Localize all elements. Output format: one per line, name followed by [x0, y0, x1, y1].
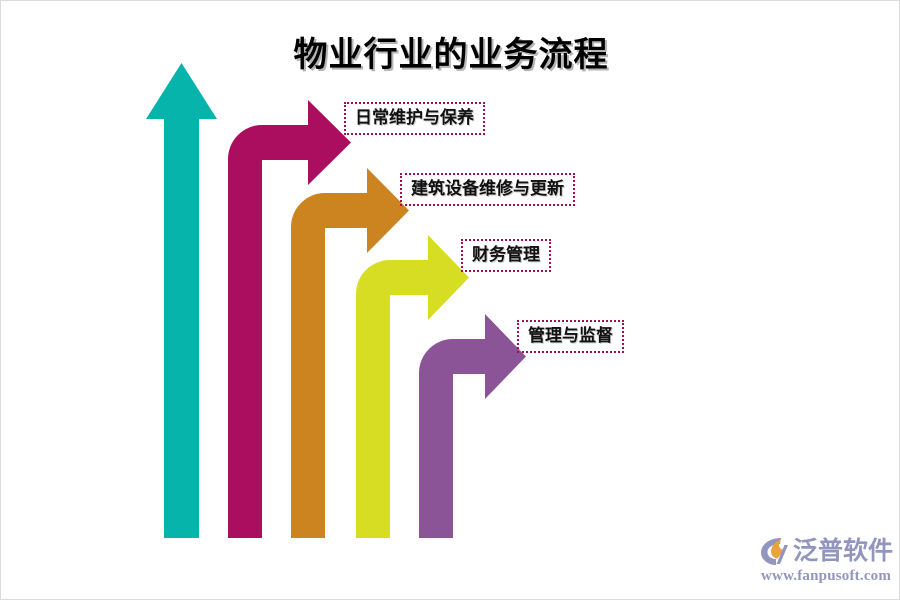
- step-arrow-4: [419, 314, 526, 538]
- base-up-arrow: [146, 63, 217, 538]
- step-label-3: 财务管理: [461, 239, 551, 272]
- logo-brand-text: 泛普软件: [793, 536, 894, 565]
- step-label-4: 管理与监督: [517, 320, 624, 353]
- step-arrow-2: [291, 168, 409, 538]
- watermark-logo: 泛普软件 www.fanpusoft.com: [759, 535, 895, 593]
- logo-row: 泛普软件: [759, 535, 893, 567]
- page-title: 物业行业的业务流程: [293, 37, 609, 74]
- step-arrow-1: [228, 100, 351, 538]
- step-arrow-3: [356, 235, 469, 538]
- step-label-2: 建筑设备维修与更新: [400, 173, 575, 206]
- step-label-1: 日常维护与保养: [344, 102, 485, 135]
- logo-url-text: www.fanpusoft.com: [761, 568, 892, 584]
- fanpu-swoosh-logo-icon: [761, 538, 788, 565]
